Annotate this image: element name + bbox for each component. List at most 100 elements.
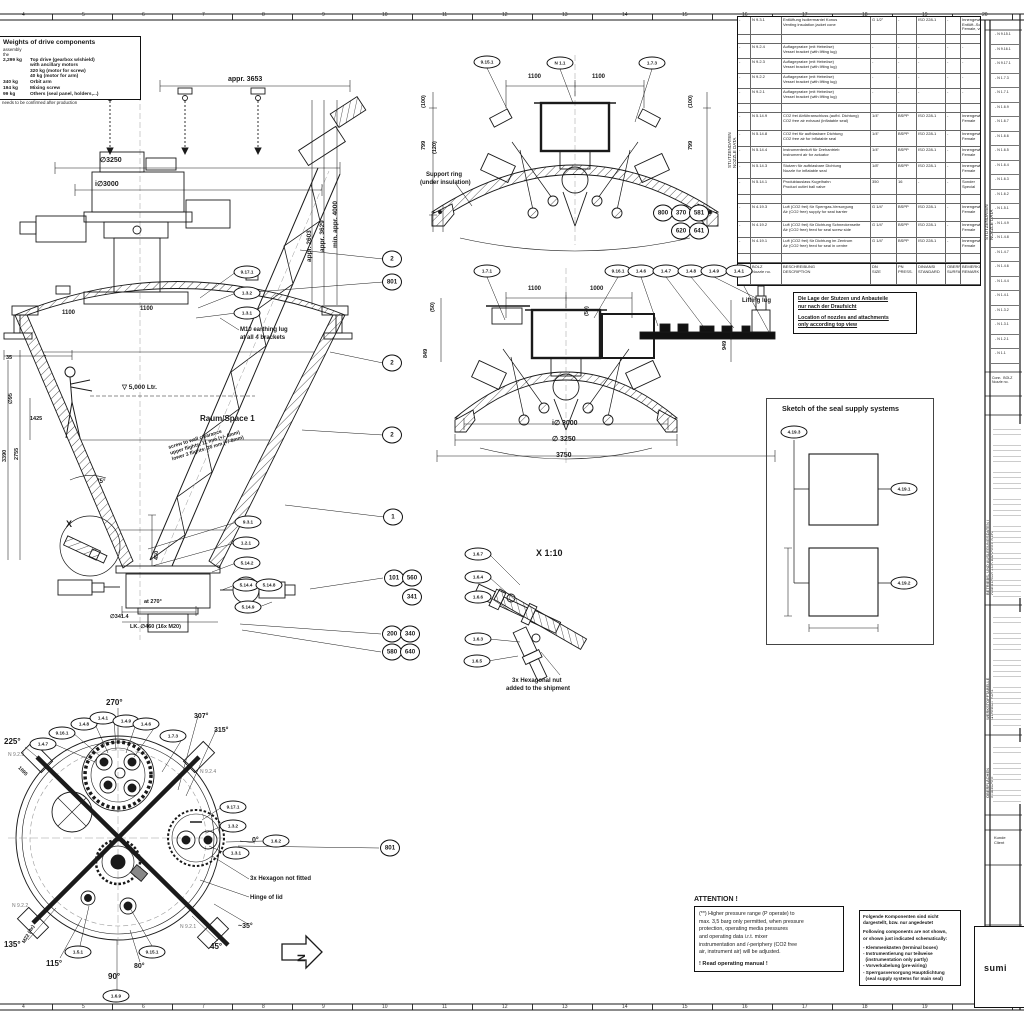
- ruler-number-bottom: 19: [922, 1004, 928, 1010]
- ruler-tick: [532, 1004, 533, 1010]
- ruler-number-top: 6: [142, 12, 145, 18]
- ruler-tick: [712, 1004, 713, 1010]
- right-strip-row: - N 1.5.1: [990, 204, 1021, 219]
- nozzle-table-cell: Luft (CO2 frei) für Dichtung Schneckense…: [782, 222, 871, 237]
- callout-1.3.1: 1.3.1: [233, 306, 261, 320]
- note-hex-nut: 3x Hexagonal nut: [512, 678, 562, 684]
- callout-9.17.1: 9.17.1: [233, 265, 261, 279]
- callout-1.6.7: 1.6.7: [464, 547, 492, 561]
- nozzle-table-cell: ISO 228-1: [917, 238, 946, 253]
- detail-x-title: X 1:10: [536, 548, 563, 558]
- components-line: - Sperrgasversorgung Hauptdichtung: [863, 969, 945, 975]
- nozzle-table-cell: -: [871, 44, 897, 58]
- dim-1100-left: 1100: [62, 310, 76, 316]
- nozzle-table-cell: -: [738, 44, 751, 58]
- callout-1.4.9: 1.4.9: [700, 264, 728, 278]
- right-strip-table: - N 9.15.1- N 9.16.1- N 9.17.1- N 1.7.3-…: [990, 30, 1021, 364]
- part-balloon-801: 801: [380, 839, 400, 857]
- ruler-tick: [112, 1004, 113, 1010]
- weight-desc: Mixing screw: [30, 86, 61, 91]
- dim-appr-3653: appr. 3653: [228, 76, 263, 83]
- nozzle-table-cell: [738, 254, 751, 262]
- callout-1.4.6: 1.4.6: [627, 264, 655, 278]
- nozzle-table-cell: [871, 254, 897, 262]
- label-earthing-lug: M10 earthing lug: [240, 327, 288, 333]
- nozzle-table-cell: -: [738, 59, 751, 73]
- right-strip-row: - N 1.6.4: [990, 161, 1021, 175]
- nozzle-table-cell: -: [961, 44, 980, 58]
- nozzle-table-cell: BSPP: [897, 163, 917, 178]
- components-line: Following components are not shown,: [863, 929, 947, 935]
- right-strip-row: - N 1.7.1: [990, 88, 1021, 103]
- ruler-number-top: 10: [382, 12, 388, 18]
- nozzle-table-cell: -: [738, 163, 751, 178]
- nozzle-table-cell: -: [946, 222, 961, 237]
- ruler-tick: [292, 1004, 293, 1010]
- nozzle-table-cell: -: [897, 59, 917, 73]
- nozzle-table-cell: N 4.19.1: [751, 238, 782, 253]
- weights-pre-line: the: [3, 52, 10, 57]
- nozzle-table-cell: [946, 104, 961, 112]
- ruler-number-top: 9: [322, 12, 325, 18]
- sec2-dim-1100: 1100: [528, 286, 542, 292]
- nozzle-table-cell: -: [738, 17, 751, 34]
- nozzle-table-cell: N 4.19.3: [751, 204, 782, 221]
- components-line: - Instrumentierung nur teilweise: [863, 950, 933, 956]
- sec2-dim-1000: 1000: [590, 286, 604, 292]
- nozzle-table-cell: G 1/4": [871, 222, 897, 237]
- sec1-dim-1100a: 1100: [528, 74, 542, 80]
- callout-9.16.1: 9.16.1: [48, 726, 76, 740]
- part-balloon-200: 200: [382, 625, 402, 643]
- part-balloon-101: 101: [384, 569, 404, 587]
- part-balloon-641: 641: [689, 222, 709, 240]
- nozzle-table-row: Conn.BOLZ Nozzle no.BESCHREIBUNG DESCRIP…: [738, 263, 980, 285]
- sec2-dim-idia-3000: i∅ 3000: [552, 420, 578, 427]
- dim-bolt-circle: LK. ∅460 (16x M20): [130, 624, 181, 630]
- nozzle-table-cell: Innengewinde Female: [961, 147, 980, 162]
- ruler-tick: [232, 14, 233, 20]
- ruler-tick: [352, 1004, 353, 1010]
- part-balloon-2: 2: [382, 250, 402, 268]
- label-support-ring-2: (under insulation): [420, 180, 471, 186]
- nozzle-table-cell: [917, 104, 946, 112]
- nozzle-table-cell: [871, 195, 897, 203]
- nozzle-table-cell: BSPP: [897, 147, 917, 162]
- ruler-tick: [412, 14, 413, 20]
- nozzle-table-cell: -: [738, 204, 751, 221]
- part-balloon-2: 2: [382, 354, 402, 372]
- dim-1100-right: 1100: [140, 306, 154, 312]
- components-line: - Klemmenkästen (terminal boxes): [863, 944, 938, 950]
- nozzle-table-cell: 350: [871, 179, 897, 194]
- ruler-number-bottom: 9: [322, 1004, 325, 1010]
- sec2-dim-3750: 3750: [556, 452, 572, 459]
- attention-line: max. 3,5 barg only permitted, when press…: [699, 918, 804, 925]
- nozzle-table-cell: Auflagepratze (mit Hebeöse) Vessel brack…: [782, 74, 871, 88]
- nozzle-table-cell: N 4.19.2: [751, 222, 782, 237]
- nozzle-table-cell: PN PRESS.: [897, 264, 917, 284]
- nozzle-table-cell: Innengewinde Female: [961, 131, 980, 146]
- plan-angle-45: 45°: [210, 942, 223, 951]
- nozzle-table-cell: N 9.2.1: [751, 89, 782, 103]
- plan-angle-80: 80°: [134, 963, 145, 970]
- part-balloon-640: 640: [400, 643, 420, 661]
- nozzle-table-cell: [946, 195, 961, 203]
- nozzle-table-cell: -: [738, 238, 751, 253]
- callout-4.19.3: 4.19.3: [780, 425, 808, 439]
- nozzle-table-cell: OBERFL. SURFACE: [946, 264, 961, 284]
- nozzle-table-cell: -: [917, 59, 946, 73]
- ruler-tick: [472, 14, 473, 20]
- nozzle-table-cell: Innengewinde Female: [961, 163, 980, 178]
- nozzle-table-cell: Auflagepratze (mit Hebeöse) Vessel brack…: [782, 44, 871, 58]
- right-strip-row: - N 1.6.6: [990, 132, 1021, 146]
- right-strip-row: - N 1.4.4: [990, 277, 1021, 291]
- ruler-tick: [52, 14, 53, 20]
- design-data-rows: [993, 424, 1021, 598]
- nozzle-table-cell: BSPP: [897, 204, 917, 221]
- right-strip-row: - N 1.4.1: [990, 291, 1021, 306]
